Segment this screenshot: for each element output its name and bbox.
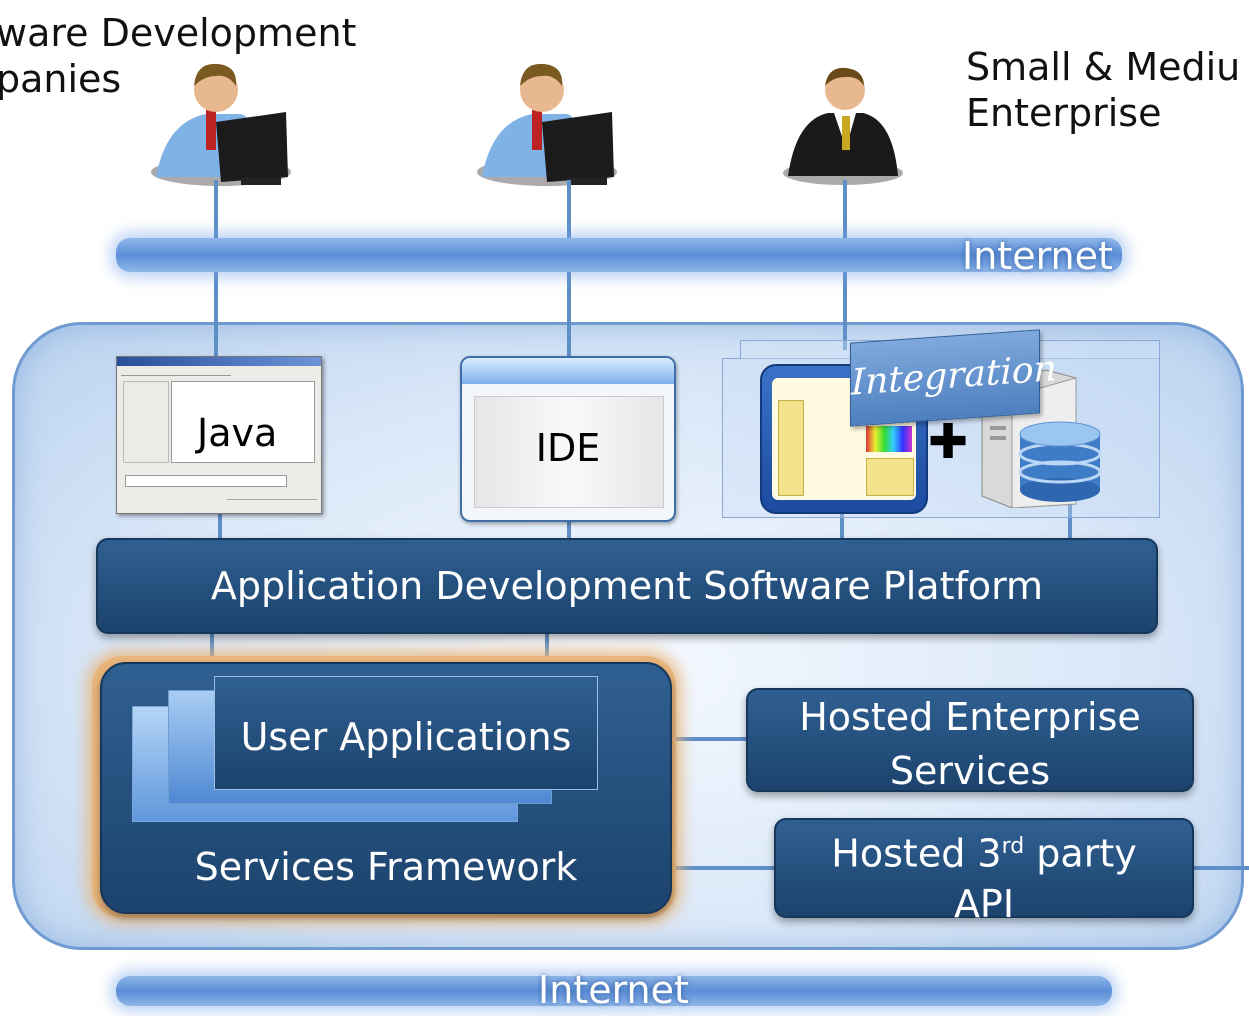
app-dev-platform-label: Application Development Software Platfor… [210,564,1044,608]
integration-banner: Integration [850,329,1057,427]
connector-line [210,630,214,662]
hosted-third-party-api-box: Hosted 3rd party API [774,818,1194,926]
developer-icon [151,63,291,186]
hosted-third-party-api-label: Hosted 3rd party API [776,820,1192,927]
sme-label: Small & Mediu Enterprise [966,45,1241,135]
window-command-row [125,475,287,487]
developer-icon [477,63,617,186]
connector-line [672,737,748,741]
internet-bar-bottom [116,976,1112,1006]
ide-editor-area [474,396,664,508]
window-buttons-row [227,499,317,509]
api-label-suffix: party [1024,831,1137,876]
connector-line [214,320,218,360]
ide-label: IDE [535,426,601,470]
connector-line [672,866,776,870]
java-label: Java [191,411,284,455]
user-applications-box: User Applications [214,676,598,790]
api-label-sup: rd [1001,834,1025,859]
api-label-prefix: Hosted 3 [831,831,1002,876]
connector-line [567,518,571,542]
business-person-icon [783,67,903,185]
java-editor-window: Java [116,356,322,514]
internet-label-bottom: Internet [538,968,689,1012]
connector-line [1190,866,1249,870]
connector-line [1068,500,1072,542]
integration-label: Integration [851,348,1057,404]
app-dev-platform-box: Application Development Software Platfor… [96,538,1158,634]
internet-bar-top [116,238,1122,272]
connector-line [218,512,222,542]
internet-label-top: Internet [962,234,1113,278]
api-label-line2: API [953,881,1015,926]
user-applications-label: User Applications [240,715,572,759]
window-tabs [121,369,231,376]
software-companies-label: ware Development panies [0,11,357,101]
connector-line [840,512,844,542]
plus-icon: ✚ [928,414,969,470]
ide-window: IDE [460,356,676,522]
window-options-panel [123,381,169,463]
connector-line [843,320,847,350]
services-framework-label: Services Framework [194,845,578,889]
window-titlebar [117,357,321,366]
hosted-enterprise-services-label: Hosted Enterprise Services [799,695,1141,793]
hosted-enterprise-services-box: Hosted Enterprise Services [746,688,1194,793]
window-titlebar [462,358,674,384]
connector-line [567,320,571,358]
connector-line [545,630,549,662]
